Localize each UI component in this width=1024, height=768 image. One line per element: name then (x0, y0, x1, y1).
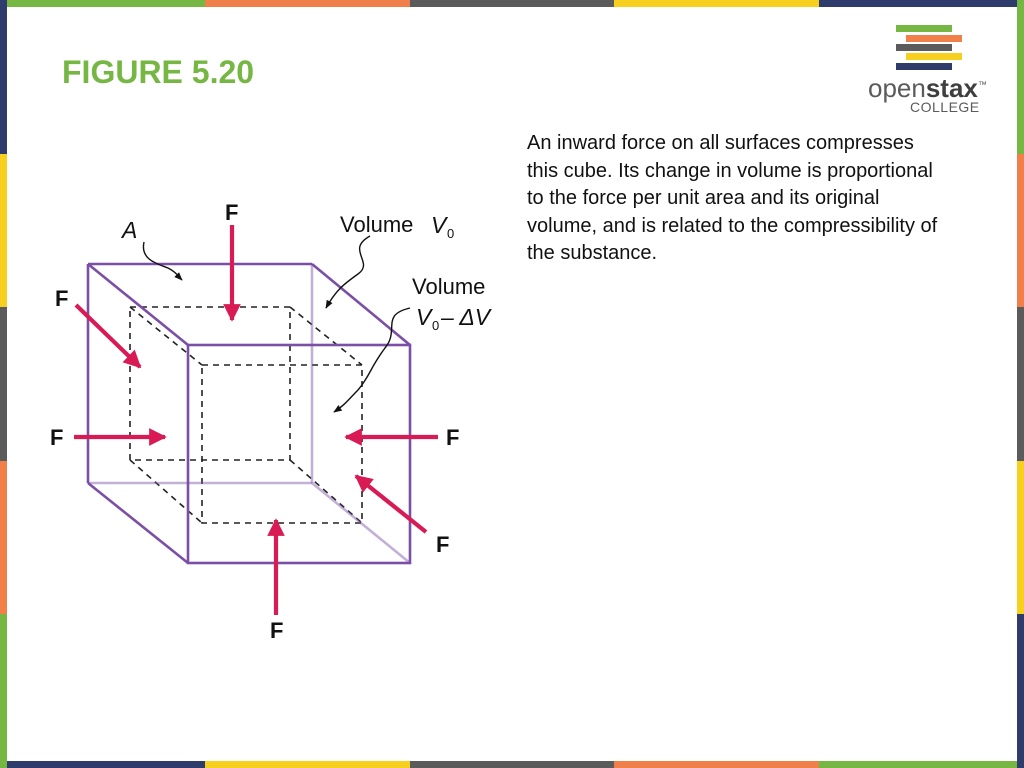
area-label: A (120, 217, 137, 243)
force-label-right: F (446, 425, 459, 450)
logo-word-stax: stax (925, 73, 978, 103)
bottom-color-bar (0, 761, 1024, 768)
right-color-bar (1017, 0, 1024, 768)
top-seg-2 (204, 0, 410, 7)
logo-trademark: ™ (977, 79, 987, 90)
volume-compressed-symbol: V (416, 304, 434, 330)
compressed-edge-1 (129, 306, 203, 366)
force-label-top: F (225, 200, 238, 225)
force-arrows (74, 225, 438, 615)
left-seg-4 (0, 460, 7, 615)
cube-top-left-depth-edge (87, 262, 189, 347)
force-label-upper-left: F (55, 286, 68, 311)
force-arrow-upper-left (74, 303, 142, 369)
compressed-edge-2 (289, 306, 363, 366)
top-seg-4 (614, 0, 820, 7)
volume-compressed-word: Volume (412, 274, 485, 299)
top-seg-5 (819, 0, 1024, 7)
cube-front-face (186, 343, 412, 565)
compression-cube-diagram: F F F F F F A Volume V 0 Volume V 0 – ΔV (50, 200, 493, 643)
figure-description: An inward force on all surfaces compress… (527, 132, 938, 264)
cube-top-right-depth-edge (311, 262, 411, 347)
right-seg-1 (1017, 0, 1024, 154)
left-seg-3 (0, 307, 7, 461)
volume0-pointer (325, 235, 371, 309)
right-seg-4 (1017, 460, 1024, 615)
bottom-seg-4 (614, 761, 820, 768)
logo-stripe-4 (906, 53, 962, 60)
logo-wordmark: openstax™ (868, 75, 987, 101)
area-pointer (142, 241, 183, 281)
logo-stripe-5 (896, 63, 952, 70)
left-seg-5 (0, 614, 7, 768)
bottom-seg-1 (0, 761, 205, 768)
volume-compressed-subscript: 0 (432, 318, 439, 333)
top-seg-1 (0, 0, 205, 7)
left-color-bar (0, 0, 7, 768)
volume-change-label: – ΔV (440, 304, 493, 330)
force-label-left: F (50, 425, 63, 450)
right-seg-5 (1017, 614, 1024, 768)
bottom-seg-5 (819, 761, 1024, 768)
force-label-lower-right: F (436, 532, 449, 557)
right-seg-3 (1017, 307, 1024, 461)
cube-bottom-right-depth-edge (311, 481, 411, 565)
logo-stripe-2 (906, 35, 962, 42)
force-label-bottom: F (270, 618, 283, 643)
openstax-logo: openstax™ COLLEGE (868, 25, 993, 117)
volume0-word: Volume (340, 212, 413, 237)
logo-subtitle: COLLEGE (910, 99, 980, 115)
volume-compressed-pointer (333, 307, 411, 413)
cube-bottom-left-depth-edge (87, 481, 189, 565)
force-arrow-lower-right (354, 474, 428, 534)
label-pointers (142, 235, 411, 413)
top-seg-3 (409, 0, 615, 7)
slide-title: FIGURE 5.20 (62, 54, 255, 90)
volume0-subscript: 0 (447, 226, 454, 241)
compressed-cube-front-face (201, 364, 363, 524)
left-seg-2 (0, 153, 7, 308)
bottom-seg-2 (204, 761, 410, 768)
logo-stripe-3 (896, 44, 952, 51)
compressed-edge-4 (289, 459, 363, 524)
top-color-bar (0, 0, 1024, 7)
compressed-cube (129, 306, 363, 524)
compressed-edge-3 (129, 459, 203, 524)
left-seg-1 (0, 0, 7, 154)
bottom-seg-3 (409, 761, 615, 768)
logo-stripe-1 (896, 25, 952, 32)
volume0-symbol: V (431, 212, 449, 238)
original-cube (86, 262, 412, 565)
logo-word-open: open (868, 73, 926, 103)
right-seg-2 (1017, 153, 1024, 308)
